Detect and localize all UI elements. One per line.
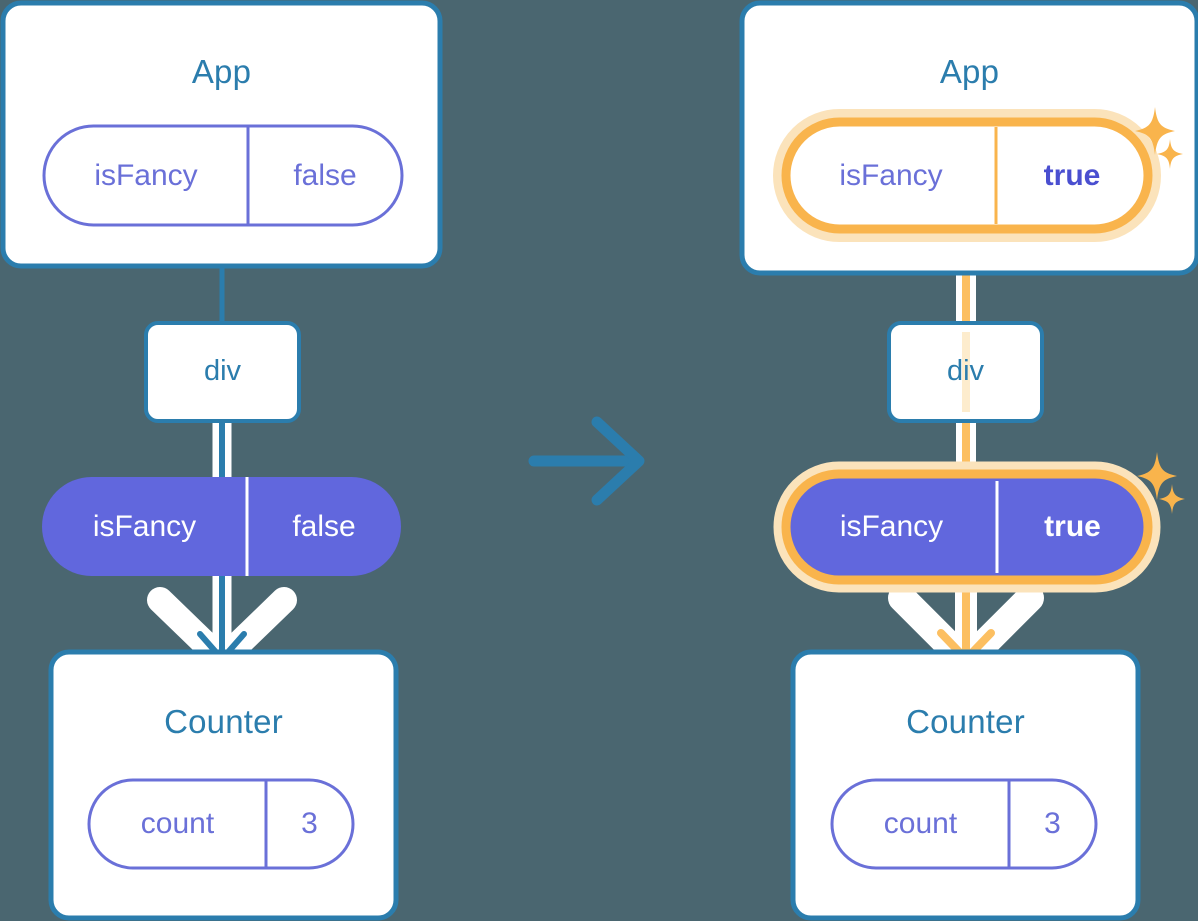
- app-pill-name-after: isFancy: [839, 158, 943, 192]
- app-pill-before: [42, 124, 404, 227]
- app-pill-glow-after: [773, 109, 1161, 242]
- sparkle-icon-app-small-after: [1157, 139, 1183, 169]
- counter-card-title-after: Counter: [906, 703, 1025, 740]
- prop-pill-value-after: true: [1044, 510, 1101, 543]
- counter-pill-before: [87, 778, 355, 870]
- app-pill-name-before: isFancy: [94, 158, 198, 192]
- counter-pill-value-after: 3: [1044, 807, 1061, 840]
- counter-card-title-before: Counter: [164, 703, 283, 740]
- app-pill-ring-after: [781, 117, 1153, 234]
- prop-pill-name-before: isFancy: [92, 509, 197, 543]
- sparkle-icon-prop-large-after: [1137, 452, 1177, 500]
- sparkle-icon-prop-small-after: [1159, 484, 1185, 514]
- sparkle-icon-app-large-after: [1135, 107, 1175, 155]
- app-pill-value-before: false: [293, 158, 357, 192]
- prop-pill-value-before: false: [292, 509, 356, 543]
- counter-pill-name-after: count: [883, 807, 958, 840]
- counter-pill-name-before: count: [140, 807, 215, 840]
- prop-pill-glow-after: [773, 461, 1161, 593]
- app-pill-after: [773, 109, 1161, 242]
- app-pill-value-after: true: [1043, 158, 1101, 192]
- counter-pill-after: [830, 778, 1098, 870]
- prop-pill-name-after: isFancy: [839, 510, 944, 543]
- div-node-label-after: div: [946, 355, 985, 387]
- prop-pill-after: [773, 461, 1161, 593]
- arrow-pill-to-counter-before: [147, 576, 297, 673]
- div-node-label-before: div: [203, 355, 242, 387]
- prop-pill-before: [42, 477, 401, 576]
- div-node-before: [144, 321, 301, 423]
- transition-arrow-icon: [528, 416, 645, 506]
- prop-pill-ring-after: [781, 469, 1153, 585]
- app-card-title-after: App: [939, 53, 1000, 90]
- app-card-title-before: App: [191, 53, 252, 90]
- counter-pill-value-before: 3: [301, 807, 318, 840]
